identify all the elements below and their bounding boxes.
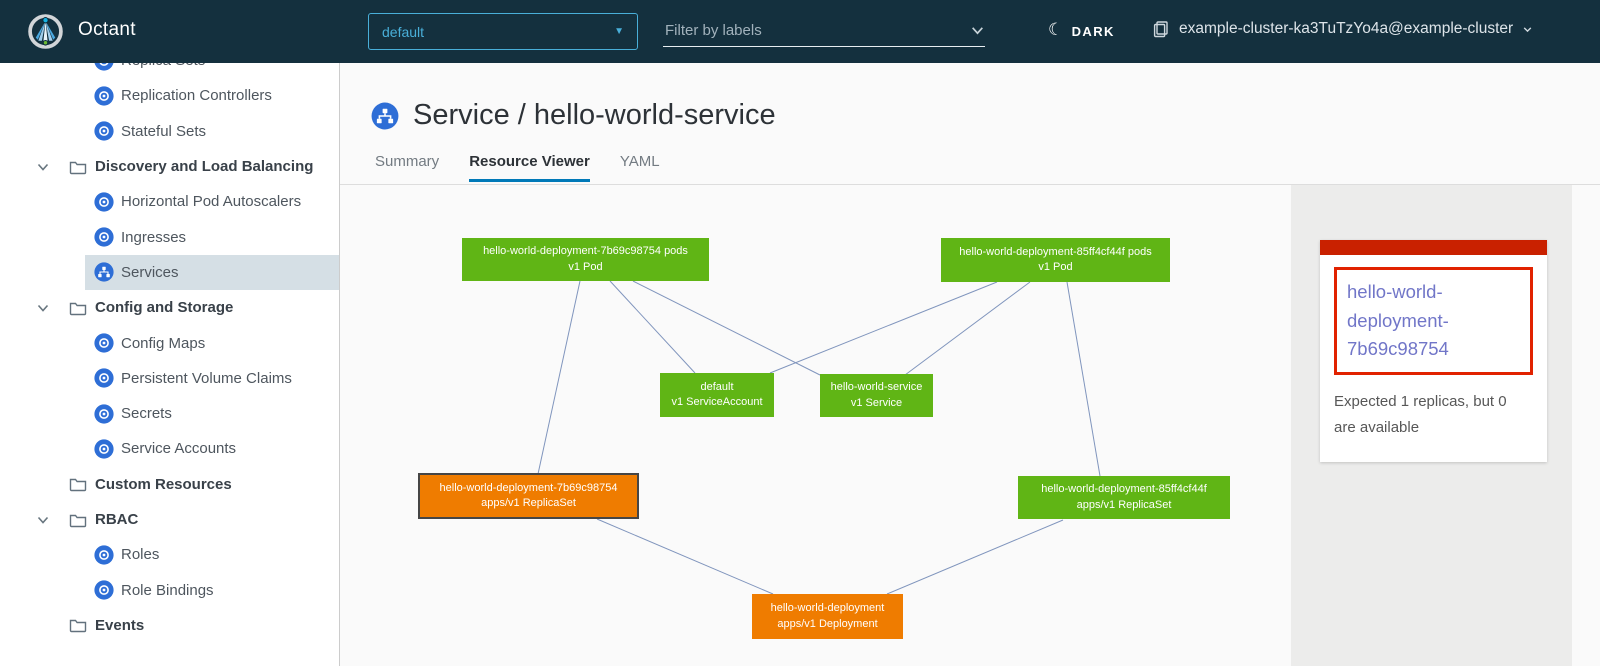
sidebar-item-roles[interactable]: Roles [0, 537, 339, 572]
sidebar-group-events[interactable]: Events [0, 608, 339, 643]
sidebar-item-replication-controllers[interactable]: Replication Controllers [0, 78, 339, 113]
resource-detail-panel: hello-world-deployment-7b69c98754 Expect… [1291, 185, 1572, 666]
status-message: Expected 1 replicas, but 0 are available [1334, 389, 1509, 442]
label-filter [663, 14, 985, 47]
tab-bar: Summary Resource Viewer YAML [375, 153, 660, 182]
danger-status-bar [1320, 240, 1547, 255]
service-icon [371, 102, 399, 130]
sidebar-group-discovery-and-load-balancing[interactable]: Discovery and Load Balancing [0, 149, 339, 184]
tab-yaml[interactable]: YAML [620, 153, 660, 182]
folder-icon [69, 300, 87, 316]
sidebar-item-ingresses[interactable]: Ingresses [0, 219, 339, 254]
graph-node-service-hello-world-service[interactable]: hello-world-service v1 Service [820, 374, 933, 417]
chevron-down-icon[interactable] [970, 23, 985, 38]
sidebar-item-service-accounts[interactable]: Service Accounts [0, 431, 339, 466]
theme-toggle-label: DARK [1072, 24, 1115, 39]
page-title-text: Service / hello-world-service [413, 99, 776, 132]
tab-summary[interactable]: Summary [375, 153, 439, 182]
stateful-sets-icon [94, 121, 114, 141]
graph-node-pod-7b69c98754[interactable]: hello-world-deployment-7b69c98754 pods v… [462, 238, 709, 281]
replication-controllers-icon [94, 86, 114, 106]
role-bindings-icon [94, 580, 114, 600]
sidebar-item-replica-sets[interactable]: Replica Sets [0, 63, 339, 78]
sidebar-group-config-and-storage[interactable]: Config and Storage [0, 290, 339, 325]
horizontal-pod-autoscalers-icon [94, 192, 114, 212]
namespace-dropdown-value: default [382, 24, 424, 40]
folder-icon [69, 512, 87, 528]
dropdown-caret-icon: ▼ [614, 26, 624, 37]
context-name: example-cluster-ka3TuTzYo4a@example-clus… [1179, 20, 1513, 38]
secrets-icon [94, 404, 114, 424]
config-maps-icon [94, 333, 114, 353]
sidebar-item-horizontal-pod-autoscalers[interactable]: Horizontal Pod Autoscalers [0, 184, 339, 219]
chevron-down-icon[interactable] [36, 160, 50, 174]
page-title: Service / hello-world-service [371, 99, 776, 132]
context-switcher[interactable]: example-cluster-ka3TuTzYo4a@example-clus… [1152, 20, 1533, 38]
service-accounts-icon [94, 439, 114, 459]
folder-icon [69, 617, 87, 633]
label-filter-input[interactable] [663, 21, 957, 40]
sidebar-group-custom-resources[interactable]: Custom Resources [0, 467, 339, 502]
graph-node-serviceaccount-default[interactable]: default v1 ServiceAccount [660, 373, 774, 417]
sidebar-item-role-bindings[interactable]: Role Bindings [0, 572, 339, 607]
moon-icon: ☾ [1048, 20, 1065, 40]
graph-node-replicaset-85ff4cf44f[interactable]: hello-world-deployment-85ff4cf44f apps/v… [1018, 476, 1230, 519]
sidebar-item-secrets[interactable]: Secrets [0, 396, 339, 431]
cluster-context-icon [1152, 20, 1170, 38]
sidebar-group-rbac[interactable]: RBAC [0, 502, 339, 537]
octant-logo-icon [27, 13, 64, 50]
theme-toggle[interactable]: ☾ DARK [1048, 21, 1115, 41]
chevron-down-icon [1522, 24, 1533, 35]
graph-node-pod-85ff4cf44f[interactable]: hello-world-deployment-85ff4cf44f pods v… [941, 238, 1170, 282]
sidebar-item-config-maps[interactable]: Config Maps [0, 325, 339, 360]
replica-sets-icon [94, 63, 114, 71]
tab-resource-viewer[interactable]: Resource Viewer [469, 153, 590, 182]
sidebar-item-persistent-volume-claims[interactable]: Persistent Volume Claims [0, 361, 339, 396]
app-header: Octant default ▼ ☾ DARK example-cluster-… [0, 0, 1600, 63]
chevron-down-icon[interactable] [36, 301, 50, 315]
selected-resource-link[interactable]: hello-world-deployment-7b69c98754 [1334, 267, 1533, 375]
folder-icon [69, 159, 87, 175]
chevron-down-icon[interactable] [36, 513, 50, 527]
ingresses-icon [94, 227, 114, 247]
sidebar-item-stateful-sets[interactable]: Stateful Sets [0, 114, 339, 149]
graph-node-replicaset-7b69c98754[interactable]: hello-world-deployment-7b69c98754 apps/v… [418, 473, 639, 519]
graph-node-deployment-hello-world-deployment[interactable]: hello-world-deployment apps/v1 Deploymen… [752, 594, 903, 639]
services-icon [94, 262, 114, 282]
sidebar: Replica Sets Replication Controllers Sta… [0, 63, 340, 666]
namespace-dropdown[interactable]: default ▼ [368, 13, 638, 50]
app-title: Octant [78, 19, 136, 41]
persistent-volume-claims-icon [94, 368, 114, 388]
sidebar-item-services[interactable]: Services [0, 255, 339, 290]
roles-icon [94, 545, 114, 565]
status-alert-card: hello-world-deployment-7b69c98754 Expect… [1320, 240, 1547, 462]
folder-icon [69, 476, 87, 492]
